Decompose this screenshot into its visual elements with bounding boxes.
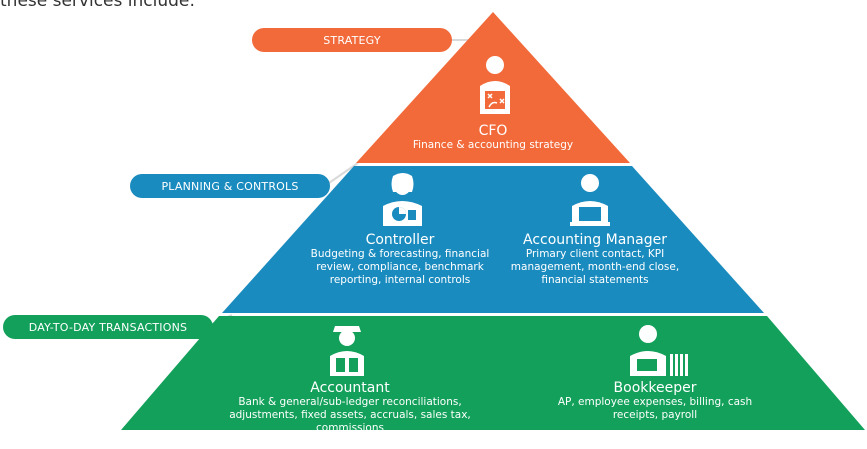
intro-text: these services include:	[0, 0, 196, 11]
planning-connector	[325, 162, 359, 186]
tier-transactions	[121, 316, 865, 430]
tier-label-planning: PLANNING & CONTROLS	[130, 174, 330, 198]
role-accounting-manager: Accounting Manager Primary client contac…	[495, 232, 695, 287]
tier-label-strategy: STRATEGY	[252, 28, 452, 52]
role-title: Bookkeeper	[613, 380, 697, 396]
role-bookkeeper: Bookkeeper AP, employee expenses, billin…	[555, 380, 755, 422]
role-cfo: CFO Finance & accounting strategy	[393, 123, 593, 152]
role-desc: Primary client contact, KPI management, …	[510, 248, 680, 286]
role-controller: Controller Budgeting & forecasting, fina…	[300, 232, 500, 287]
controller-chart-icon	[375, 170, 430, 228]
role-desc: Finance & accounting strategy	[412, 139, 574, 151]
role-title: CFO	[478, 123, 508, 139]
tier-label-transactions: DAY-TO-DAY TRANSACTIONS	[3, 315, 213, 339]
accountant-files-icon	[322, 318, 372, 378]
role-title: Accountant	[310, 380, 390, 396]
role-accountant: Accountant Bank & general/sub-ledger rec…	[200, 380, 500, 435]
bookkeeper-binders-icon	[628, 322, 690, 378]
cfo-strategy-icon	[470, 52, 520, 117]
role-title: Controller	[365, 232, 435, 248]
tier-planning	[222, 166, 764, 313]
role-desc: Budgeting & forecasting, financial revie…	[310, 248, 490, 286]
role-desc: Bank & general/sub-ledger reconciliation…	[229, 396, 471, 434]
role-title: Accounting Manager	[523, 232, 667, 248]
manager-laptop-icon	[566, 170, 614, 228]
role-desc: AP, employee expenses, billing, cash rec…	[557, 396, 753, 421]
